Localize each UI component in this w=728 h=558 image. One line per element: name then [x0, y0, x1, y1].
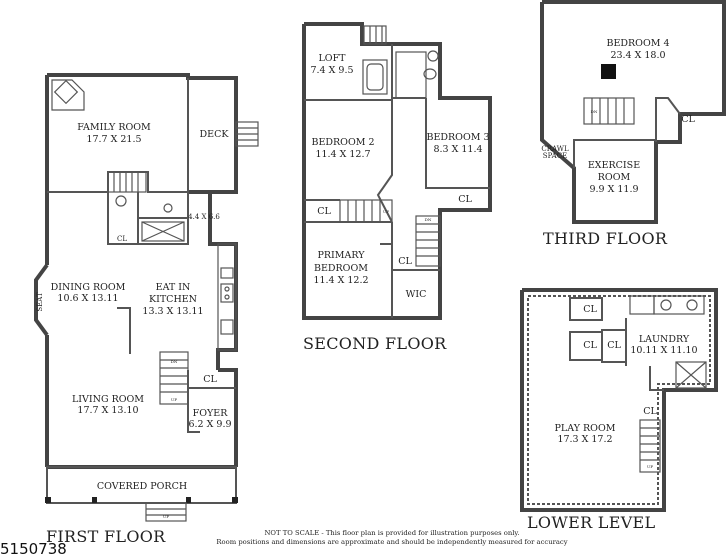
second-closet-b-label: CL — [458, 194, 472, 205]
living-room-dims: 17.7 X 13.10 — [77, 405, 138, 416]
lower-level-plan: CL CL CL LAUNDRY 10.11 X 11.10 CL PLAY R… — [520, 288, 718, 512]
first-closet-a-label: CL — [117, 235, 127, 243]
lower-closet-c-label: CL — [607, 340, 621, 351]
kitchen-dims: 13.3 X 13.11 — [142, 306, 203, 317]
third-floor-title: THIRD FLOOR — [543, 229, 668, 248]
second-floor-plan: LOFT 7.4 X 9.5 BEDROOM 2 11.4 X 12.7 BED… — [302, 22, 492, 320]
covered-porch-label: COVERED PORCH — [97, 481, 187, 492]
loft-label: LOFT — [318, 53, 346, 64]
loft-dims: 7.4 X 9.5 — [310, 65, 353, 76]
disclaimer-line-1: NOT TO SCALE - This floor plan is provid… — [264, 529, 520, 537]
family-room-dims: 17.7 X 21.5 — [86, 134, 141, 145]
lower-level-title: LOWER LEVEL — [527, 513, 656, 532]
bedroom-2-dims: 11.4 X 12.7 — [315, 149, 370, 160]
seat-label: SEAT — [36, 292, 44, 312]
second-closet-c-label: CL — [398, 256, 412, 267]
wic-label: WIC — [406, 289, 427, 300]
first-stair-up-label: UP — [171, 397, 177, 402]
bedroom-2-label: BEDROOM 2 — [311, 137, 374, 148]
dining-room-label: DINING ROOM — [51, 282, 126, 293]
first-floor-title: FIRST FLOOR — [46, 527, 166, 546]
exercise-room-label-1: EXERCISE — [588, 160, 640, 171]
foyer-dims: 6.2 X 9.9 — [188, 419, 231, 430]
first-floor-plan: FAMILY ROOM 17.7 X 21.5 DECK 4.4 X 6.6 C… — [34, 73, 259, 522]
second-floor-title: SECOND FLOOR — [303, 334, 447, 353]
exercise-room-dims: 9.9 X 11.9 — [589, 184, 638, 195]
second-stair-dn-label: DN — [425, 217, 432, 222]
bedroom-3-label: BEDROOM 3 — [426, 132, 489, 143]
laundry-dims: 10.11 X 11.10 — [630, 345, 697, 356]
disclaimer-line-2: Room positions and dimensions are approx… — [216, 538, 568, 546]
play-room-label: PLAY ROOM — [555, 423, 616, 434]
third-closet-label: CL — [681, 114, 695, 125]
first-closet-b-label: CL — [203, 374, 217, 385]
primary-bedroom-label-1: PRIMARY — [317, 250, 365, 261]
kitchen-label-1: EAT IN — [156, 282, 191, 293]
porch-stair-up-label: UP — [163, 514, 169, 519]
family-room-label: FAMILY ROOM — [77, 122, 151, 133]
living-room-label: LIVING ROOM — [72, 394, 144, 405]
lower-stair-up-label: UP — [647, 464, 653, 469]
crawl-space-label-1: CRAWL — [541, 145, 569, 153]
bedroom-3-dims: 8.3 X 11.4 — [433, 144, 482, 155]
primary-bedroom-dims: 11.4 X 12.2 — [313, 275, 368, 286]
foyer-label: FOYER — [193, 408, 229, 419]
primary-bedroom-label-2: BEDROOM — [314, 263, 368, 274]
lower-closet-d-label: CL — [643, 406, 657, 417]
second-closet-a-label: CL — [317, 206, 331, 217]
exercise-room-label-2: ROOM — [598, 172, 631, 183]
third-stair-dn-label: DN — [591, 109, 598, 114]
play-room-dims: 17.3 X 17.2 — [557, 434, 612, 445]
third-floor-plan: BEDROOM 4 23.4 X 18.0 CL CRAWL SPACE EXE… — [540, 0, 726, 224]
bath-dims: 4.4 X 6.6 — [188, 213, 220, 221]
disclaimer-note: NOT TO SCALE - This floor plan is provid… — [212, 529, 572, 547]
kitchen-label-2: KITCHEN — [149, 294, 197, 305]
listing-id: 5150738 — [0, 540, 67, 558]
dining-room-dims: 10.6 X 13.11 — [57, 293, 118, 304]
deck-label: DECK — [200, 129, 230, 140]
lower-closet-b-label: CL — [583, 340, 597, 351]
lower-closet-a-label: CL — [583, 304, 597, 315]
bedroom-4-dims: 23.4 X 18.0 — [610, 50, 665, 61]
bedroom-4-label: BEDROOM 4 — [606, 38, 669, 49]
laundry-label: LAUNDRY — [639, 334, 690, 345]
first-stair-dn-label: DN — [171, 359, 178, 364]
second-stair-up-label: UP — [383, 209, 389, 214]
crawl-space-label-2: SPACE — [543, 152, 567, 160]
